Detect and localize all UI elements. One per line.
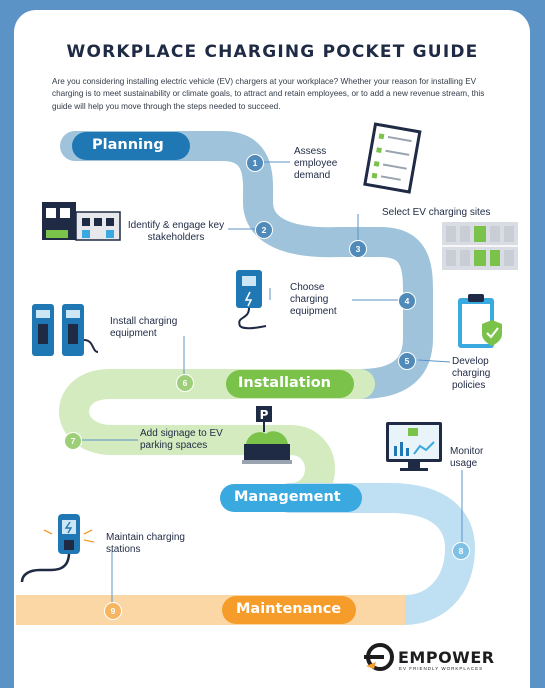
- charger-icon: [236, 270, 267, 330]
- step-5-marker: 5: [398, 352, 416, 370]
- checklist-icon: [363, 122, 422, 194]
- monitor-icon: [386, 422, 442, 471]
- step-6-label: Install charging equipment: [110, 316, 178, 339]
- planning-pill: [72, 132, 190, 160]
- management-pill: [220, 484, 362, 512]
- road-management: [275, 483, 475, 625]
- empower-logo-icon: [364, 643, 394, 671]
- step-7-marker: 7: [64, 432, 82, 450]
- clipboard-shield-icon: [458, 294, 502, 348]
- stage-installation: Installation: [238, 375, 331, 391]
- step-8-label: Monitor usage: [450, 446, 484, 469]
- stage-planning: Planning: [92, 137, 164, 153]
- step-2-label: Identify & engage key stakeholders: [127, 220, 225, 243]
- charging-stations-icon: [32, 304, 98, 356]
- step-6-marker: 6: [176, 374, 194, 392]
- maintenance-pill: [222, 596, 356, 624]
- stage-management: Management: [234, 489, 341, 505]
- step-9-label: Maintain charging stations: [106, 532, 185, 555]
- step-2-marker: 2: [255, 221, 273, 239]
- parking-lot-icon: [442, 222, 518, 270]
- step-3-label: Select EV charging sites: [382, 207, 491, 218]
- step-4-marker: 4: [398, 292, 416, 310]
- svg-text:P: P: [260, 408, 269, 422]
- step-4-label: Choose charging equipment: [290, 282, 337, 317]
- empower-logo-text: EMPOWER: [398, 648, 495, 667]
- intro-paragraph: Are you considering installing electric …: [52, 77, 485, 111]
- page-title: WORKPLACE CHARGING POCKET GUIDE: [66, 42, 479, 62]
- step-7-label: Add signage to EV parking spaces: [140, 428, 223, 451]
- leader-5: [417, 359, 451, 363]
- empower-tagline: EV FRIENDLY WORKPLACES: [399, 666, 484, 671]
- step-5-label: Develop charging policies: [452, 356, 491, 391]
- step-1-label: Assess employee demand: [294, 146, 338, 181]
- stage-maintenance: Maintenance: [236, 601, 342, 617]
- wall-charger-icon: [20, 514, 95, 583]
- parking-sign-icon: P: [242, 406, 292, 464]
- step-3-marker: 3: [349, 240, 367, 258]
- installation-pill: [226, 370, 354, 398]
- building-icon: [42, 202, 121, 241]
- step-9-marker: 9: [104, 602, 122, 620]
- step-1-marker: 1: [246, 154, 264, 172]
- step-8-marker: 8: [452, 542, 470, 560]
